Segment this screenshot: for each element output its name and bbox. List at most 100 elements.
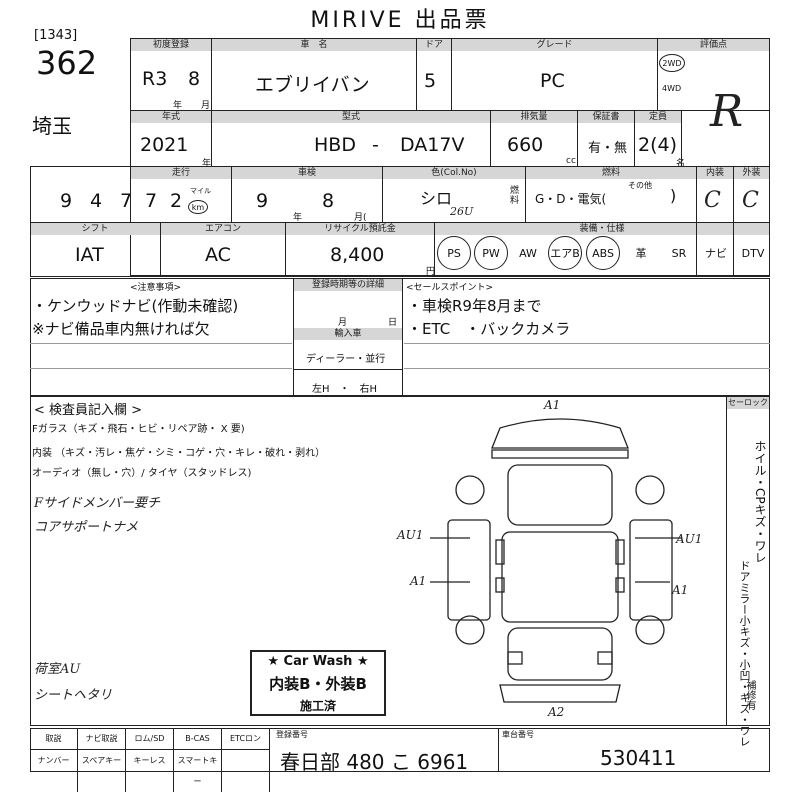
- carwash-grade: 内装B・外装B: [269, 675, 367, 693]
- footer-cell-rom: ロム/SD: [126, 728, 174, 750]
- recycle-value: 8,400: [330, 244, 385, 266]
- unit-month: 月: [201, 101, 211, 111]
- footer: [30, 728, 770, 772]
- car-name: エブリイバン: [255, 74, 370, 96]
- label-rating: 評価点: [658, 39, 769, 51]
- drive-2wd: 2WD: [659, 54, 685, 72]
- footer-cell-keyless: キーレス: [126, 750, 174, 792]
- carwash-stamp: [250, 650, 386, 716]
- seal-col-3: 補修有: [744, 680, 755, 710]
- mark-bottom: A2: [548, 705, 565, 719]
- seal-col-2: ドアミラー小キズ・小凹・キズ・ワレ: [738, 560, 751, 747]
- label-doors: ドア: [417, 39, 451, 51]
- chassis-number: 530411: [600, 746, 677, 770]
- label-mileage: 走行: [131, 167, 231, 179]
- label-manual: 保証書: [578, 111, 634, 123]
- mileage-d1: 9: [60, 190, 73, 212]
- equip-abs: ABS: [586, 236, 620, 270]
- fuel-close: ): [670, 186, 677, 205]
- mark-mid-left: A1: [410, 574, 427, 588]
- notes-label: <注意事項>: [130, 283, 182, 293]
- carwash-done: 施工済: [299, 699, 336, 713]
- seal-panel: [726, 396, 770, 726]
- inspector-note-3: 荷室AU: [34, 662, 81, 677]
- fuel-other: その他: [628, 181, 652, 190]
- equip-dtv: DTV: [741, 246, 765, 260]
- color-number: 26U: [450, 205, 474, 218]
- inspection-year: 9: [256, 190, 269, 212]
- mark-top: A1: [544, 398, 561, 412]
- registration-day: 日: [388, 318, 398, 328]
- mile-unit: マイル: [190, 187, 211, 195]
- equip-ps: PS: [437, 236, 471, 270]
- label-disp: 排気量: [491, 111, 577, 123]
- inspector-note-1: Fサイドメンバー要チ: [34, 496, 161, 511]
- mark-mid-right: A1: [672, 583, 689, 597]
- footer-cell-bcas: B-CAS: [174, 728, 222, 750]
- inspector-glass: Fガラス（キズ・飛石・ヒビ・リペア跡・ X 要): [32, 424, 245, 435]
- label-interior: 内装: [697, 167, 733, 179]
- label-capacity: 定員: [635, 111, 681, 123]
- registration-box: [293, 278, 403, 396]
- ac-value: AC: [205, 244, 231, 266]
- equip-airbag: エアB: [548, 236, 582, 270]
- inspector-note-2: コアサポートナメ: [34, 520, 139, 535]
- sheet-title: MIRIVE 出品票: [310, 8, 490, 33]
- unit-year: 年: [173, 101, 183, 111]
- inspection-year-unit: 年: [293, 213, 303, 223]
- lot-number: 362: [36, 44, 98, 82]
- exterior-grade: C: [742, 188, 759, 213]
- drive-4wd: 4WD: [662, 84, 682, 93]
- model-prefix: HBD: [314, 134, 356, 156]
- chassis-label: 車台番号: [502, 730, 534, 739]
- footer-cell-smart-key: スマートキー: [174, 750, 222, 792]
- seal-col-1: ホイル・CPキズ・ワレ: [753, 440, 767, 564]
- region: 埼玉: [32, 114, 72, 138]
- year-value: 2021: [140, 134, 189, 156]
- car-damage-diagram: [430, 418, 682, 703]
- grade-value: PC: [540, 70, 565, 92]
- sales-label: <セールスポイント>: [406, 283, 494, 293]
- notes-line-2: ※ナビ備品車内無ければ欠: [32, 320, 210, 338]
- mileage-d3: 7: [120, 190, 133, 212]
- registration-month: 月: [338, 318, 348, 328]
- vehicle-table: [130, 38, 770, 276]
- label-year: 年式: [131, 111, 211, 123]
- inspection-month: 8: [322, 190, 335, 212]
- people-unit: 名: [676, 156, 685, 169]
- equip-pw: PW: [474, 236, 508, 270]
- label-grade: グレード: [452, 39, 657, 51]
- label-shift: シフト: [30, 223, 160, 235]
- model-code: DA17V: [400, 134, 465, 156]
- mileage-d5: 2: [170, 190, 183, 212]
- plate-label: 登録番号: [276, 730, 308, 739]
- capacity-value: 2(4): [638, 134, 678, 156]
- interior-grade: C: [704, 188, 721, 213]
- km-unit: km: [188, 200, 208, 214]
- sales-line-2: ・ETC ・バックカメラ: [407, 320, 571, 338]
- label-color: 色(Col.No): [383, 167, 525, 179]
- mileage-d2: 4: [90, 190, 103, 212]
- handle-option: 左H ・ 右H: [312, 384, 378, 395]
- label-equipment: 装備・仕様: [435, 223, 769, 235]
- footer-cell-manual: 取説: [30, 728, 78, 750]
- first-reg-era: R3: [142, 68, 168, 90]
- footer-cell-plate: ナンバー: [30, 750, 78, 792]
- footer-grid: 取説 ナビ取説 ロム/SD B-CAS ETCロン ナンバー スペアキー キーレ…: [30, 728, 270, 792]
- label-ac: エアコン: [161, 223, 285, 235]
- notes-line-1: ・ケンウッドナビ(作動未確認): [32, 297, 239, 315]
- rating-value: R: [710, 86, 744, 137]
- footer-cell-etc: ETCロン: [222, 728, 270, 750]
- import-label: 輸入車: [294, 328, 402, 340]
- dealer-option: ディーラー・並行: [306, 354, 386, 365]
- label-first-reg: 初度登録: [131, 39, 211, 51]
- first-reg-month: 8: [188, 68, 201, 90]
- inspector-note-4: シートヘタリ: [34, 688, 113, 703]
- registration-label: 登録時期等の詳細: [294, 279, 402, 291]
- inspection-month-unit: 月(: [354, 213, 367, 223]
- equip-leather: 革: [635, 247, 647, 260]
- label-car-name: 車 名: [212, 39, 416, 51]
- color-value: シロ: [420, 189, 453, 208]
- label-recycle: リサイクル預託金: [286, 223, 434, 235]
- model-dash: -: [372, 134, 379, 156]
